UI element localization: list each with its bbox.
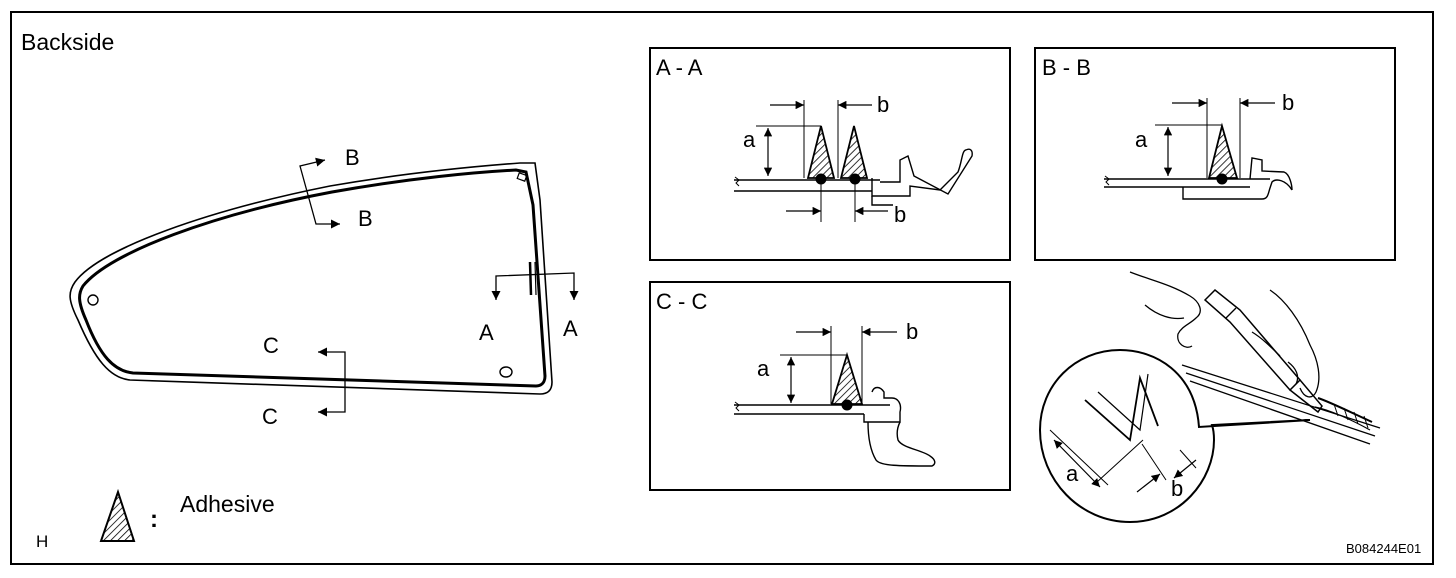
section-cc-panel bbox=[649, 281, 1011, 491]
section-bb-title: B - B bbox=[1042, 55, 1091, 80]
section-c-label-bottom: C bbox=[262, 404, 278, 429]
section-aa-dim-a: a bbox=[743, 127, 756, 152]
section-c-cut-line bbox=[318, 347, 346, 417]
adhesive-triangle-icon bbox=[99, 488, 136, 542]
corner-code: H bbox=[36, 532, 49, 551]
figure-title: Backside bbox=[21, 29, 115, 55]
detail-dim-b: b bbox=[1171, 476, 1184, 501]
section-b-cut-line bbox=[299, 157, 340, 229]
section-b-label-bottom: B bbox=[358, 206, 373, 231]
legend-colon: : bbox=[150, 506, 158, 533]
legend-label: Adhesive bbox=[180, 491, 275, 517]
section-cc-dim-a: a bbox=[757, 356, 770, 381]
section-a-label-left: A bbox=[479, 320, 494, 345]
section-cc-dim-b: b bbox=[906, 319, 919, 344]
diagram-frame bbox=[10, 11, 1434, 565]
section-a-cut-line bbox=[491, 272, 579, 300]
section-aa-dim-b-bottom: b bbox=[894, 202, 907, 227]
quarter-glass-outline bbox=[69, 162, 553, 395]
detail-dim-a: a bbox=[1066, 461, 1079, 486]
section-a-label-right: A bbox=[563, 316, 578, 341]
figure-id: B084244E01 bbox=[1346, 541, 1422, 556]
section-b-label-top: B bbox=[345, 145, 360, 170]
section-cc-title: C - C bbox=[656, 289, 708, 314]
section-c-label-top: C bbox=[263, 333, 279, 358]
section-aa-title: A - A bbox=[656, 55, 703, 80]
adhesive-application-illustration bbox=[1038, 271, 1381, 524]
section-aa-dim-b-top: b bbox=[877, 92, 890, 117]
section-bb-dim-a: a bbox=[1135, 127, 1148, 152]
section-aa-panel bbox=[649, 47, 1011, 261]
section-bb-dim-b: b bbox=[1282, 90, 1295, 115]
